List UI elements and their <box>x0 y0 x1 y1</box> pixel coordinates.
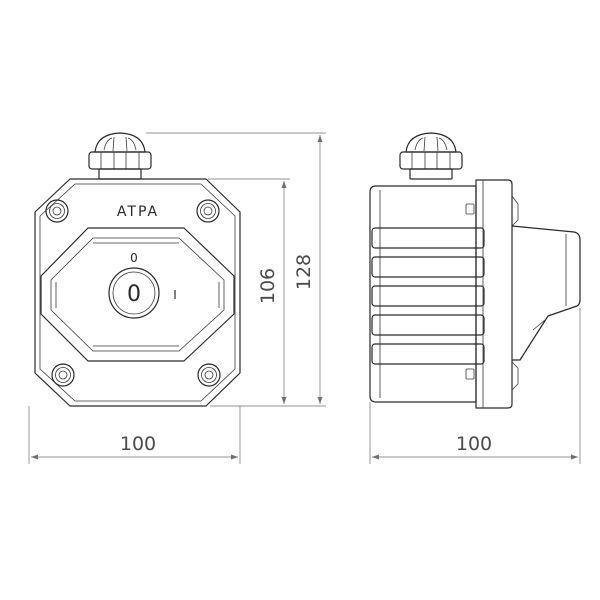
side-cooling-fins <box>371 227 485 365</box>
corner-screw-top-right <box>196 199 220 223</box>
front-enclosure-outline <box>34 178 241 407</box>
front-width-dimension: 100 <box>120 433 156 455</box>
front-enclosure-inner-edge <box>39 183 236 402</box>
position-off-label: 0 <box>130 251 138 265</box>
position-on-label: I <box>173 288 177 302</box>
side-body-outline <box>369 185 477 403</box>
brand-label: ATPA <box>117 204 159 220</box>
side-cable-gland <box>399 132 463 180</box>
front-view: ATPA 0 I 0 <box>34 132 241 407</box>
front-height-dimension: 106 <box>257 268 279 304</box>
switch-plate-outer <box>40 227 235 362</box>
knob-label: 0 <box>127 282 141 307</box>
switch-plate-inner <box>50 237 225 352</box>
side-depth-dimension: 100 <box>456 433 492 455</box>
corner-screw-top-left <box>45 199 69 223</box>
corner-screw-bottom-right <box>197 363 221 387</box>
rotary-knob: 0 <box>108 267 160 319</box>
overall-height-dimension: 128 <box>293 254 315 290</box>
corner-screw-bottom-left <box>51 363 75 387</box>
dimension-lines: 100 106 128 100 <box>28 132 581 464</box>
side-lid <box>475 179 513 409</box>
side-knob-profile <box>511 225 581 361</box>
front-cable-gland <box>88 132 152 180</box>
side-view <box>369 132 581 409</box>
